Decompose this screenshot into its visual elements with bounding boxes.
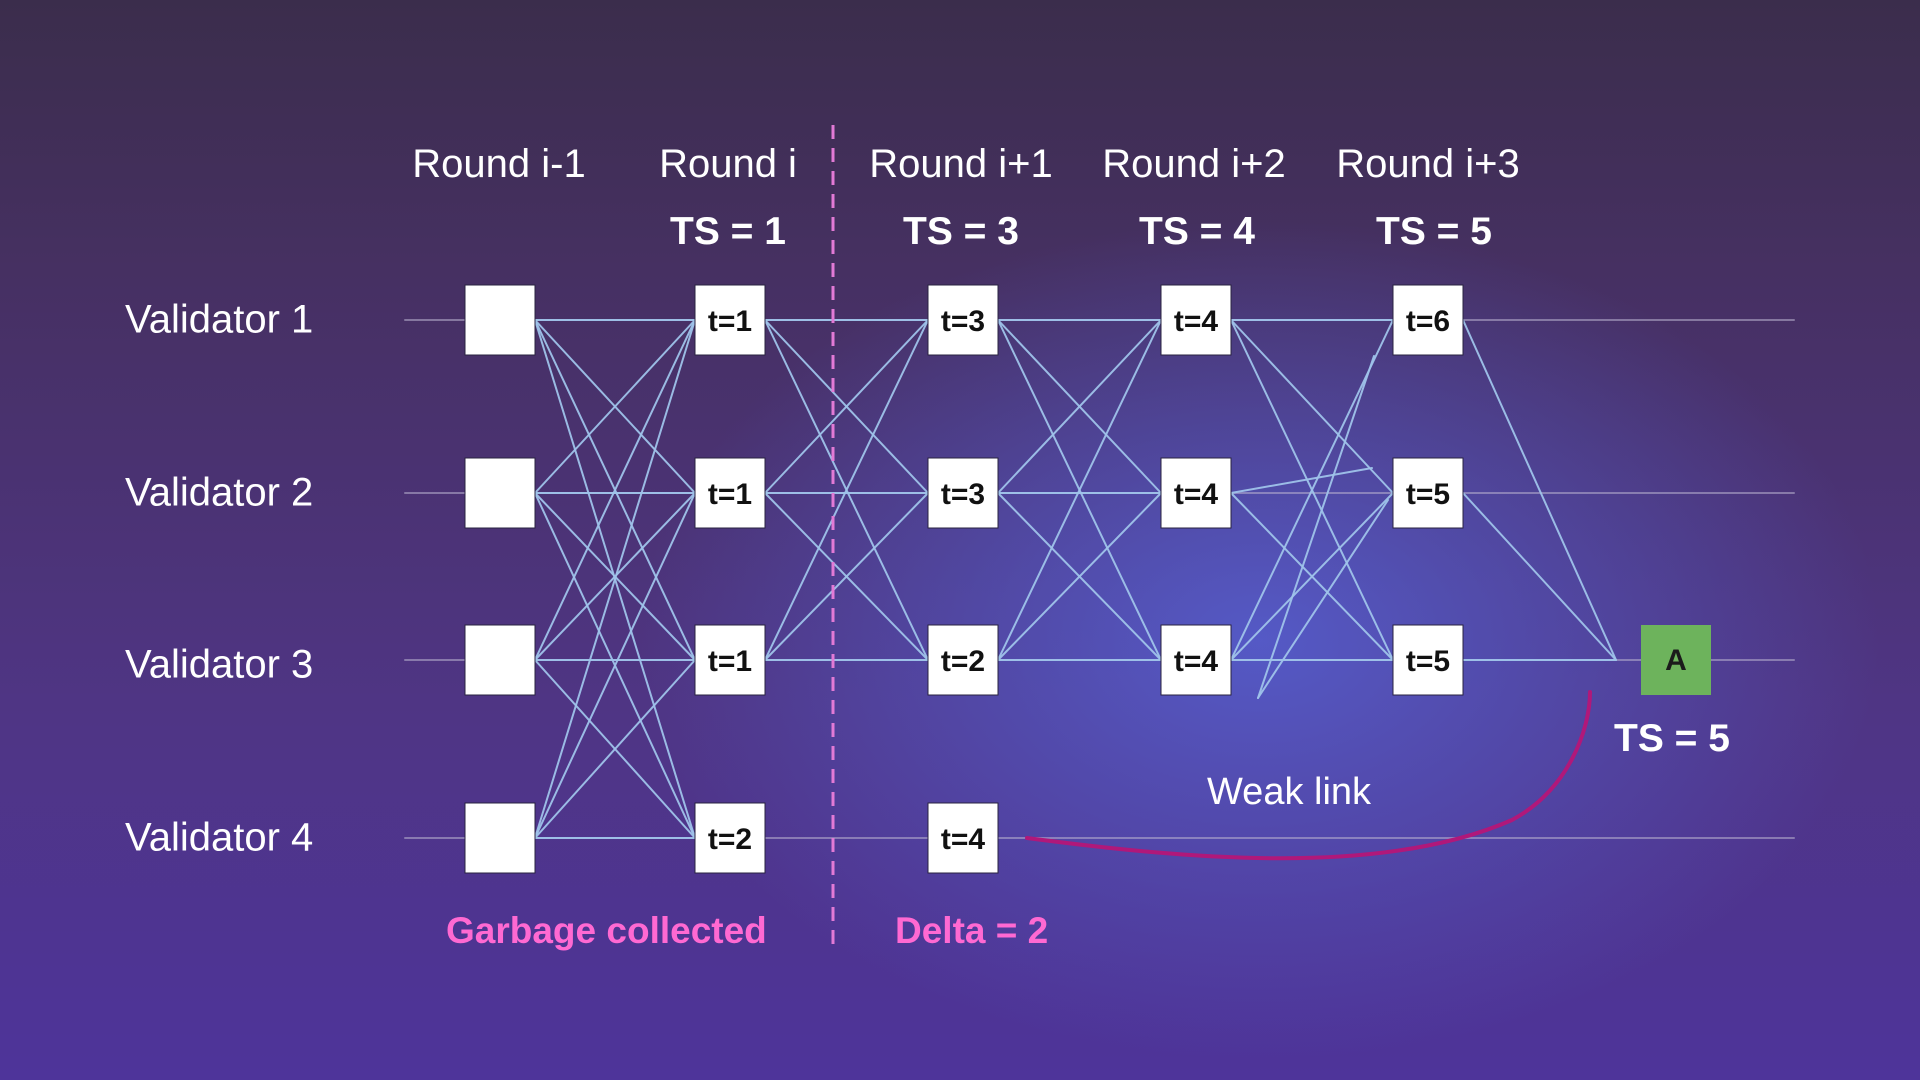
dag-edge	[997, 319, 1162, 494]
weak-link-edge	[1025, 690, 1592, 861]
block-timestamp-label: t=1	[708, 645, 752, 678]
dag-block	[927, 802, 999, 874]
block-timestamp-label: t=4	[941, 823, 986, 856]
dag-block	[694, 802, 766, 874]
block-timestamp-label: t=2	[708, 823, 752, 856]
block-timestamp-label: t=2	[941, 645, 985, 678]
block-timestamp-label: t=1	[708, 478, 752, 511]
dag-edge	[1462, 492, 1617, 661]
dag-block	[927, 457, 999, 529]
block-timestamp-label: t=3	[941, 305, 985, 338]
block-timestamp-label: t=5	[1406, 478, 1450, 511]
dag-edge	[1230, 467, 1373, 494]
round-header: Round i	[659, 142, 797, 186]
dag-block	[1392, 624, 1464, 696]
round-timestamp: TS = 1	[670, 210, 786, 253]
dag-block	[464, 284, 536, 356]
block-timestamp-label: t=4	[1174, 305, 1219, 338]
round-header: Round i+2	[1102, 142, 1286, 186]
round-timestamp: TS = 4	[1139, 210, 1255, 253]
block-timestamp-label: t=4	[1174, 478, 1219, 511]
dag-edge	[534, 492, 696, 839]
dag-edge	[1230, 492, 1394, 661]
dag-block	[464, 457, 536, 529]
round-header: Round i-1	[412, 142, 586, 186]
block-timestamp-label: t=5	[1406, 645, 1450, 678]
round-header: Round i+3	[1336, 142, 1520, 186]
block-timestamp-label: t=4	[1174, 645, 1219, 678]
dag-edge	[534, 319, 696, 661]
validator-label: Validator 3	[125, 642, 314, 687]
dag-edge	[1230, 319, 1394, 494]
dag-block	[464, 802, 536, 874]
dag-edge	[1257, 355, 1375, 699]
round-header: Round i+1	[869, 142, 1053, 186]
dag-edge	[764, 319, 929, 661]
dag-edge	[534, 319, 696, 494]
dag-block	[1160, 624, 1232, 696]
dag-edge	[764, 319, 929, 494]
validator-label: Validator 2	[125, 470, 314, 515]
block-timestamp-label: t=1	[708, 305, 752, 338]
anchor-label: A	[1665, 644, 1687, 677]
dag-edge	[534, 659, 696, 839]
dag-block	[694, 284, 766, 356]
round-timestamp: TS = 3	[903, 210, 1019, 253]
weak-link-label: Weak link	[1207, 771, 1372, 813]
garbage-collected-label: Garbage collected	[446, 910, 767, 951]
anchor-block	[1641, 625, 1711, 695]
block-timestamp-label: t=6	[1406, 305, 1450, 338]
validator-label: Validator 4	[125, 815, 314, 860]
dag-block	[694, 457, 766, 529]
anchor-timestamp: TS = 5	[1614, 717, 1730, 760]
dag-block	[464, 624, 536, 696]
dag-block	[1160, 457, 1232, 529]
validator-label: Validator 1	[125, 297, 314, 342]
dag-edge	[534, 319, 696, 839]
dag-edge	[1257, 499, 1389, 699]
dag-edge	[997, 492, 1162, 661]
dag-block	[927, 284, 999, 356]
dag-block	[1392, 457, 1464, 529]
dag-block	[1160, 284, 1232, 356]
dag-edge	[1462, 319, 1617, 661]
delta-label: Delta = 2	[895, 910, 1049, 951]
block-timestamp-label: t=3	[941, 478, 985, 511]
round-timestamp: TS = 5	[1376, 210, 1492, 253]
dag-edge	[764, 492, 929, 661]
dag-block	[1392, 284, 1464, 356]
dag-edge	[997, 319, 1162, 661]
dag-block	[694, 624, 766, 696]
dag-block	[927, 624, 999, 696]
